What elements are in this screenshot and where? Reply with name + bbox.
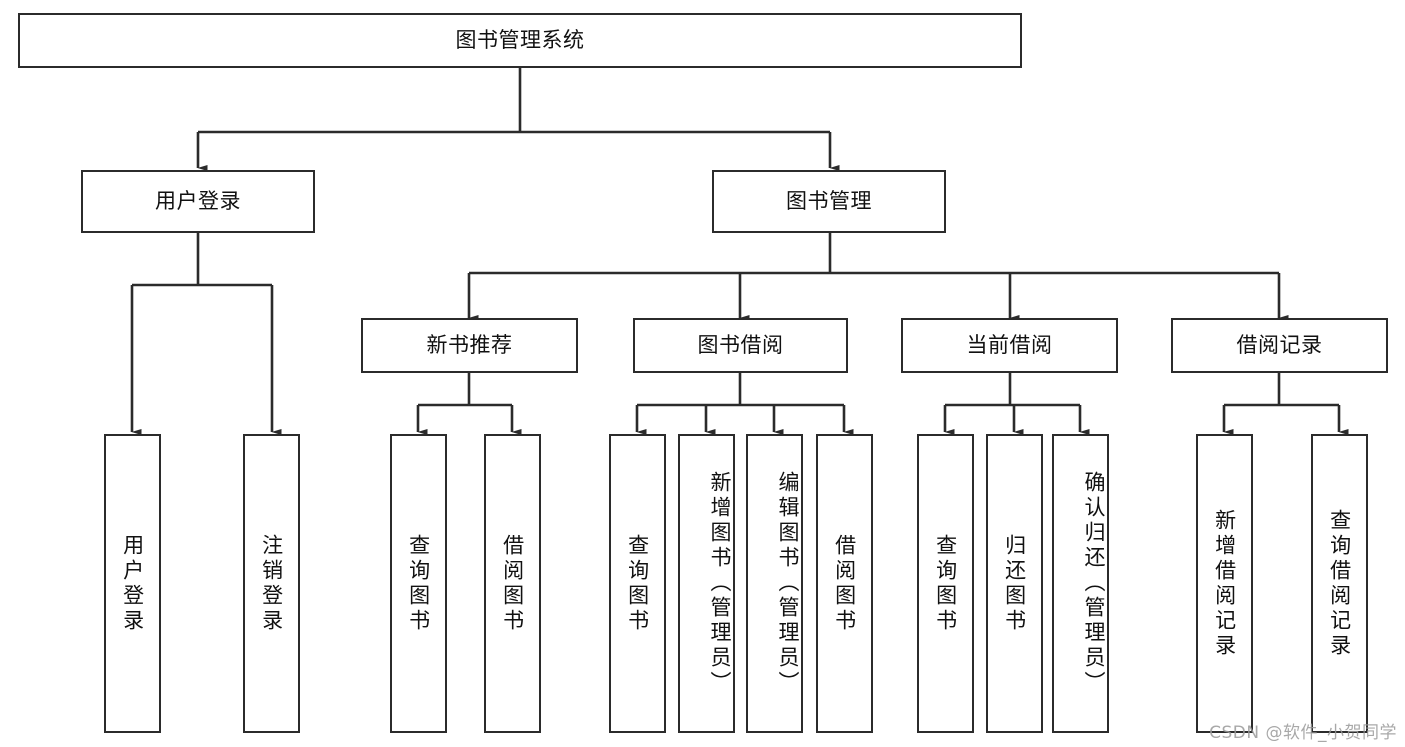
node-leaf-logout-login[interactable]: 注销登录	[243, 434, 300, 733]
node-leaf-add-record[interactable]: 新增借阅记录	[1196, 434, 1253, 733]
node-label: 用户登录	[155, 188, 241, 213]
node-leaf-user-login[interactable]: 用户登录	[104, 434, 161, 733]
node-label: 确认归还（管理员）	[1082, 471, 1106, 696]
node-label: 新增借阅记录	[1212, 508, 1237, 659]
node-leaf-query-record[interactable]: 查询借阅记录	[1311, 434, 1368, 733]
node-new-book-recommend[interactable]: 新书推荐	[361, 318, 578, 373]
node-label: 图书管理	[786, 188, 872, 213]
node-label: 图书管理系统	[455, 27, 585, 52]
node-label: 用户登录	[120, 533, 145, 634]
node-leaf-borrow-book-1[interactable]: 借阅图书	[484, 434, 541, 733]
node-leaf-return-book[interactable]: 归还图书	[986, 434, 1043, 733]
node-label: 查询借阅记录	[1327, 508, 1352, 659]
node-label: 查询图书	[625, 533, 650, 634]
node-label: 借阅图书	[500, 533, 525, 634]
node-borrow-record[interactable]: 借阅记录	[1171, 318, 1388, 373]
node-book-management-system[interactable]: 图书管理系统	[18, 13, 1022, 68]
node-label: 归还图书	[1002, 533, 1027, 634]
node-leaf-add-book[interactable]: 新增图书（管理员）	[678, 434, 735, 733]
node-leaf-query-book-3[interactable]: 查询图书	[917, 434, 974, 733]
node-label: 编辑图书（管理员）	[776, 471, 800, 696]
node-book-borrow[interactable]: 图书借阅	[633, 318, 848, 373]
node-user-login[interactable]: 用户登录	[81, 170, 315, 233]
node-label: 注销登录	[259, 533, 284, 634]
node-leaf-edit-book[interactable]: 编辑图书（管理员）	[746, 434, 803, 733]
node-label: 新书推荐	[426, 332, 513, 357]
node-leaf-query-book-1[interactable]: 查询图书	[390, 434, 447, 733]
node-leaf-borrow-book-2[interactable]: 借阅图书	[816, 434, 873, 733]
node-leaf-query-book-2[interactable]: 查询图书	[609, 434, 666, 733]
node-leaf-confirm-return[interactable]: 确认归还（管理员）	[1052, 434, 1109, 733]
node-label: 新增图书（管理员）	[708, 471, 732, 696]
node-label: 借阅图书	[832, 533, 857, 634]
node-label: 查询图书	[406, 533, 431, 634]
node-book-management[interactable]: 图书管理	[712, 170, 946, 233]
watermark: CSDN @软件_小贺同学	[1209, 723, 1397, 743]
node-current-borrow[interactable]: 当前借阅	[901, 318, 1118, 373]
node-label: 借阅记录	[1236, 332, 1323, 357]
node-label: 图书借阅	[697, 332, 784, 357]
node-label: 当前借阅	[966, 332, 1053, 357]
node-label: 查询图书	[933, 533, 958, 634]
